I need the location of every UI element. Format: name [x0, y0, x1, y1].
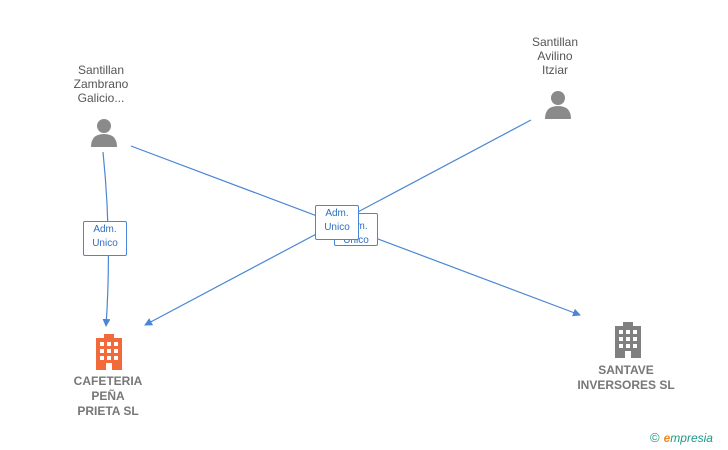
- person-avilino-name: Santillan Avilino Itziar: [531, 35, 579, 77]
- company-cafeteria-name[interactable]: CAFETERIA PEÑA PRIETA SL: [73, 374, 143, 418]
- person-icon[interactable]: [543, 89, 573, 119]
- company-santave-name[interactable]: SANTAVE INVERSORES SL: [577, 363, 675, 392]
- edge-label-adm-unico-front[interactable]: Adm. Unico: [315, 205, 359, 240]
- building-icon-highlighted[interactable]: [94, 334, 124, 370]
- building-icon[interactable]: [613, 322, 643, 358]
- edge-label-adm-unico[interactable]: Adm. Unico: [83, 221, 127, 256]
- empresia-logo[interactable]: ©empresia: [650, 430, 713, 445]
- brand-word: mpresia: [670, 431, 713, 445]
- person-icon[interactable]: [89, 117, 119, 147]
- copyright-icon: ©: [650, 430, 660, 445]
- person-zambrano-name: Santillan Zambrano Galicio...: [73, 63, 129, 105]
- brand-initial: e: [663, 431, 671, 445]
